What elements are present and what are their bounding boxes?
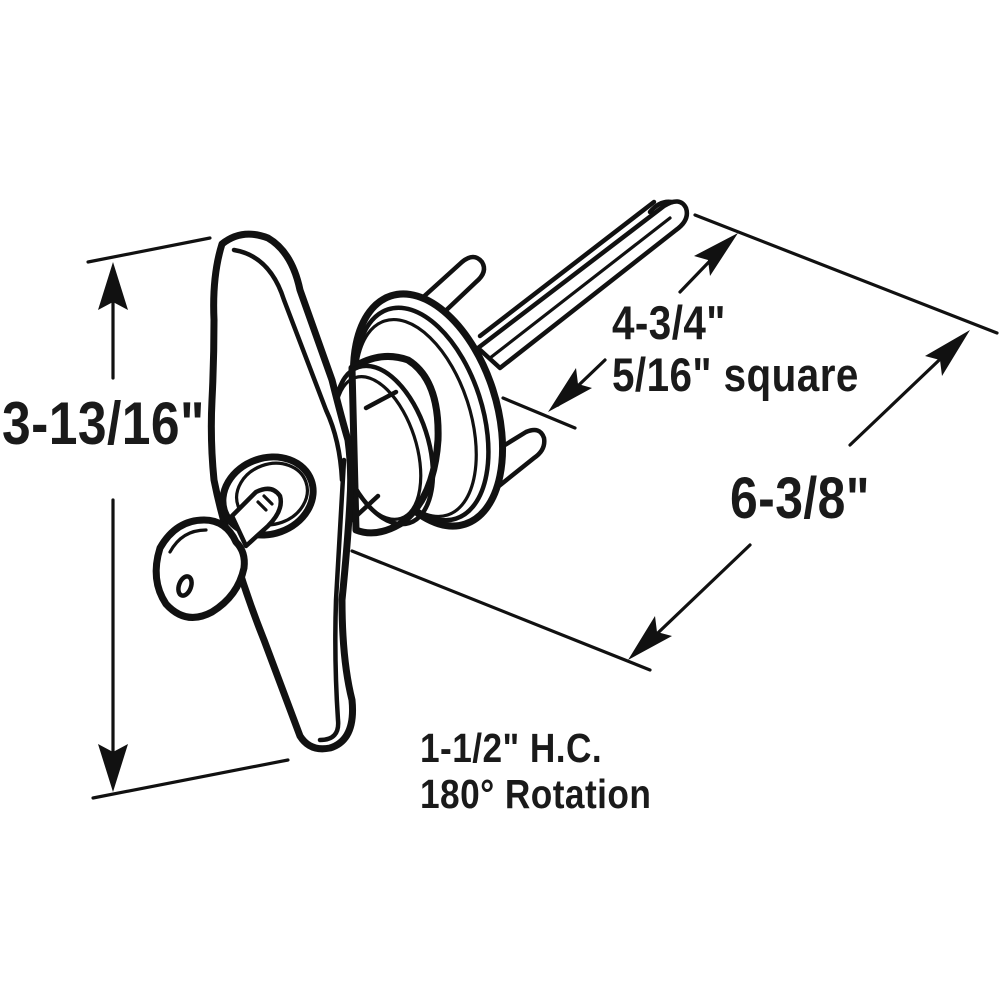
overall-length-dimension [350, 213, 999, 672]
spindle-extension-bottom [501, 396, 577, 430]
mounting-stud-bottom [491, 427, 547, 493]
spindle-length-label: 4-3/4" [612, 296, 726, 349]
key [152, 486, 283, 621]
hole-centers-label: 1-1/2" H.C. [420, 725, 603, 771]
overall-extension-bottom [350, 549, 652, 672]
overall-extension-top [693, 213, 999, 335]
arrow-spindle-bottom-icon [548, 368, 592, 412]
overall-length-label: 6-3/8" [730, 466, 870, 531]
height-dimension [86, 236, 290, 800]
height-extension-bottom [91, 758, 290, 800]
spindle-dimension [501, 233, 738, 430]
arrow-down-icon [98, 744, 128, 792]
handle-height-label: 3-13/16" [2, 390, 205, 457]
spindle-size-label: 5/16" square [612, 348, 859, 401]
overall-dim-line-top [848, 343, 957, 447]
arrow-down-left-icon [628, 616, 672, 660]
arrow-up-icon [98, 262, 128, 310]
arrow-spindle-top-icon [694, 233, 738, 276]
arrow-up-right-icon [925, 330, 970, 376]
square-spindle [475, 199, 690, 371]
rotation-label: 180° Rotation [420, 771, 652, 817]
height-extension-top [86, 236, 212, 264]
